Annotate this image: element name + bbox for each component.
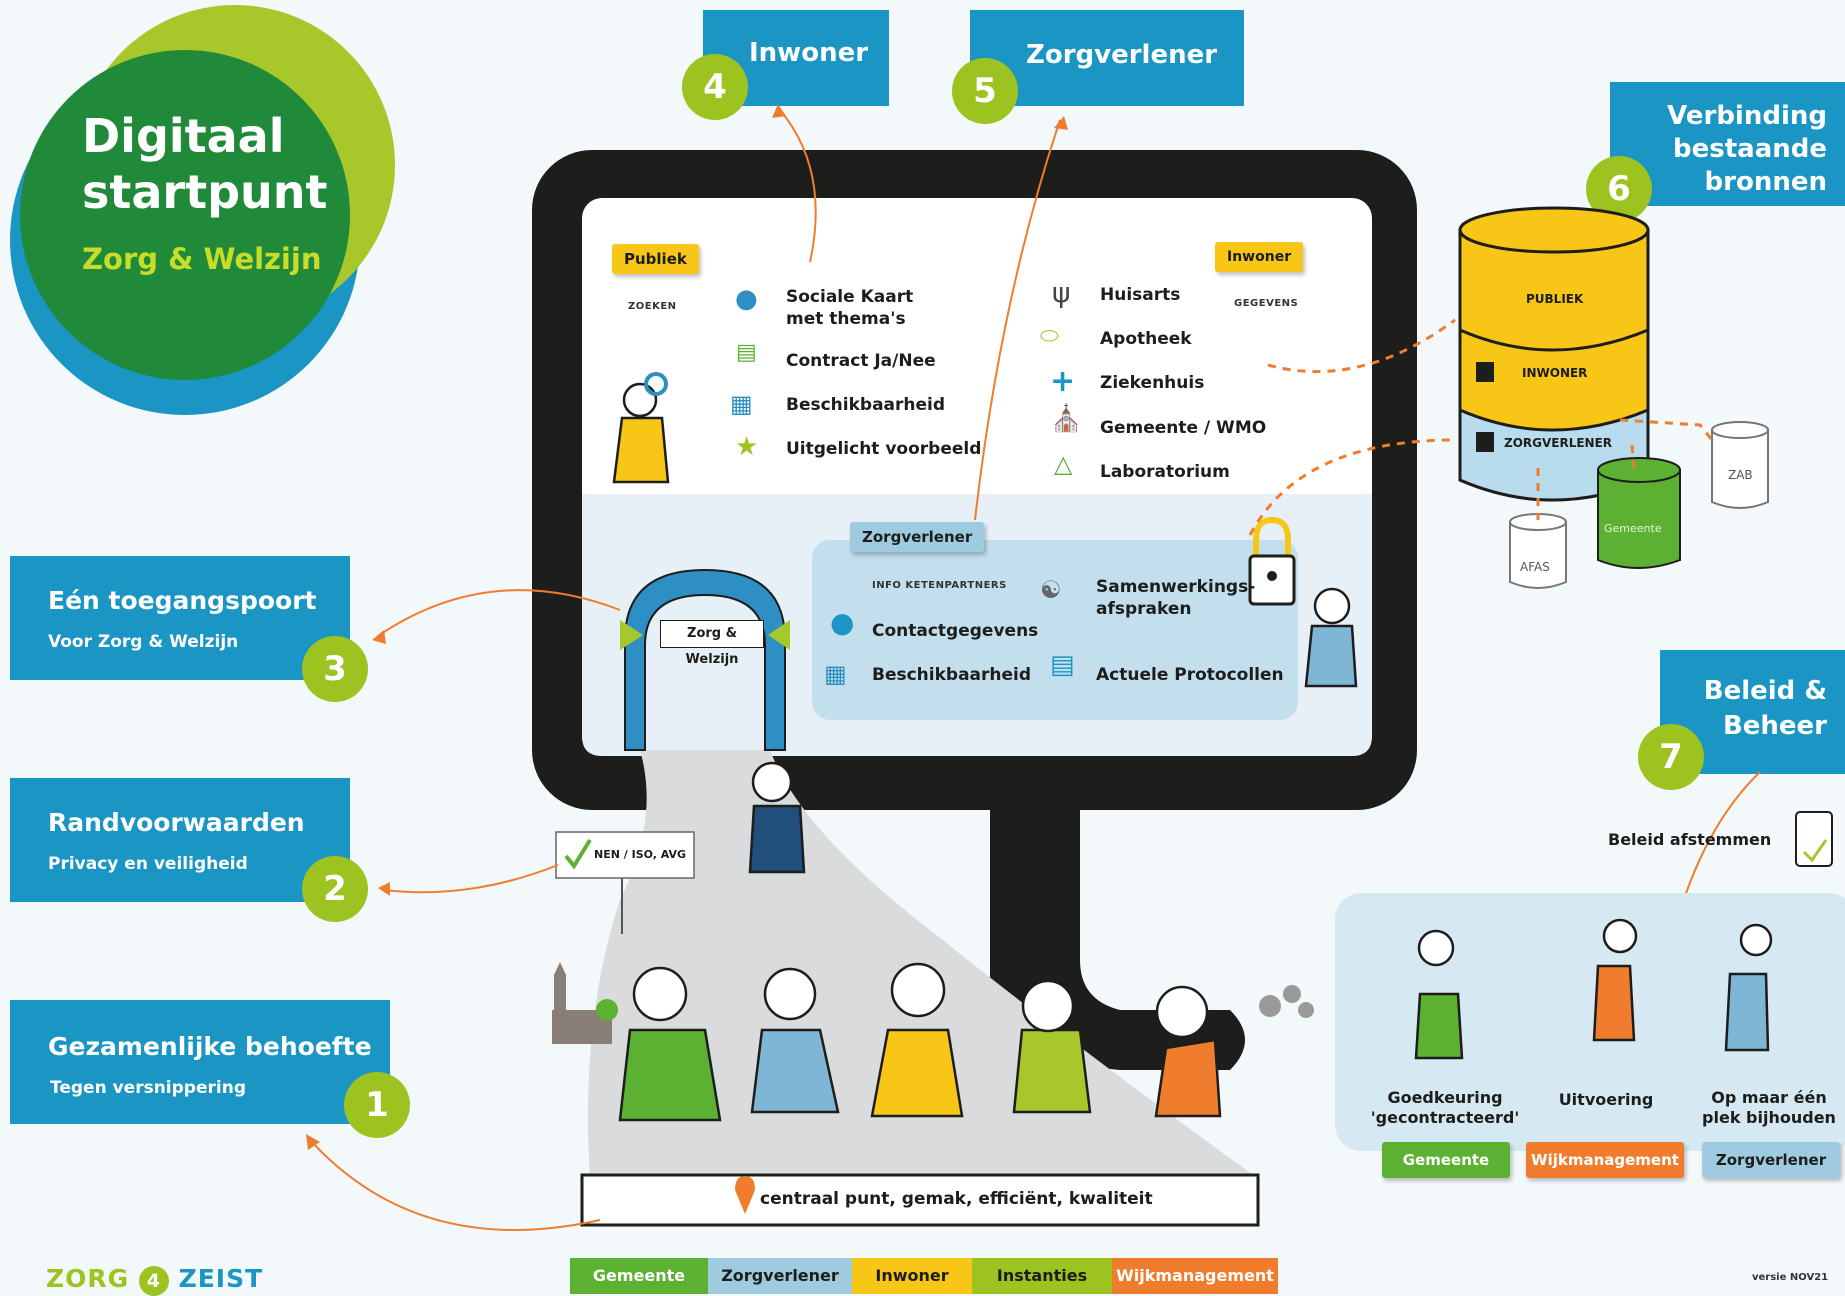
db-source-afas: AFAS: [1520, 560, 1550, 574]
legend-zorgverlener: Zorgverlener: [708, 1258, 852, 1294]
publiek-item-sociale-kaart: Sociale Kaart met thema's: [786, 287, 914, 329]
db-source-gemeente: Gemeente: [1604, 522, 1662, 535]
zv-item-samenwerkingsafspraken: Samenwerkings- afspraken: [1096, 577, 1256, 619]
tag-publiek: Publiek: [612, 244, 699, 274]
inwoner-item-apotheek: Apotheek: [1100, 329, 1192, 349]
tag-zorgverlener: Zorgverlener: [850, 522, 985, 552]
db-layer-publiek: PUBLIEK: [1526, 292, 1584, 306]
source-dbs: [1509, 421, 1769, 589]
role-tag-wijkmanagement: Wijkmanagement: [1526, 1142, 1684, 1178]
role-tag-gemeente: Gemeente: [1382, 1142, 1510, 1178]
inwoner-item-gemeente: Gemeente / WMO: [1100, 418, 1267, 438]
padlock-icon: [1248, 516, 1296, 606]
logo-title: Digitaal startpunt: [82, 109, 328, 219]
db-layer-zorgverlener: ZORGVERLENER: [1504, 436, 1613, 450]
legend-wijkmanagement: Wijkmanagement: [1112, 1258, 1278, 1294]
pills-icon: ⬭: [1040, 324, 1059, 349]
people-illustration: [612, 372, 1773, 1122]
inwoner-item-ziekenhuis: Ziekenhuis: [1100, 373, 1205, 393]
role-label-goedkeuring: Goedkeuring 'gecontracteerd': [1370, 1088, 1520, 1127]
label-zoeken: ZOEKEN: [628, 301, 677, 312]
publiek-item-contract: Contract Ja/Nee: [786, 351, 936, 371]
handshake-icon: ☯: [1040, 576, 1062, 604]
star-icon: ★: [735, 432, 759, 462]
legend-instanties: Instanties: [972, 1258, 1112, 1294]
logo-subtitle: Zorg & Welzijn: [82, 242, 322, 276]
label-info-ketenpartners: INFO KETENPARTNERS: [872, 580, 1007, 591]
publiek-item-uitgelicht: Uitgelicht voorbeeld: [786, 439, 982, 459]
person-icon: ●: [830, 606, 855, 639]
legend-inwoner: Inwoner: [852, 1258, 972, 1294]
zv-item-protocollen: Actuele Protocollen: [1096, 665, 1284, 685]
gate-label: Zorg & Welzijn: [660, 620, 764, 667]
calendar-icon: ▦: [730, 390, 753, 418]
stethoscope-icon: ψ: [1052, 276, 1071, 309]
hospital-cross-icon: +: [1050, 364, 1076, 399]
gears-icon: [1259, 985, 1314, 1018]
step-2-number: 2: [302, 856, 368, 922]
legend-gemeente: Gemeente: [570, 1258, 708, 1294]
role-tag-zorgverlener: Zorgverlener: [1702, 1142, 1840, 1178]
step-3-box: Eén toegangspoort Voor Zorg & Welzijn: [10, 556, 350, 680]
calendar-icon-2: ▦: [824, 660, 847, 688]
step-1-box: Gezamenlijke behoefte Tegen versnipperin…: [10, 1000, 390, 1124]
step-1-number: 1: [344, 1072, 410, 1138]
flask-icon: △: [1054, 450, 1073, 478]
step-6-number: 6: [1586, 156, 1652, 222]
database-cylinder: [1458, 206, 1650, 502]
publiek-item-beschikbaarheid: Beschikbaarheid: [786, 395, 946, 415]
map-pin-icon: ●: [735, 284, 758, 314]
town-hall-icon: ⛪: [1050, 404, 1083, 434]
step-7-number: 7: [1638, 724, 1704, 790]
label-gegevens: GEGEVENS: [1234, 298, 1299, 309]
base-text: centraal punt, gemak, efficiënt, kwalite…: [760, 1189, 1153, 1209]
inwoner-item-laboratorium: Laboratorium: [1100, 462, 1230, 482]
version-label: versie NOV21: [1752, 1272, 1829, 1283]
gate-arch: [620, 568, 790, 751]
brand-logo: ZORG 4 ZEIST: [46, 1264, 263, 1296]
role-label-uitvoering: Uitvoering: [1558, 1090, 1654, 1109]
zv-item-contactgegevens: Contactgegevens: [872, 621, 1039, 641]
inwoner-item-huisarts: Huisarts: [1100, 285, 1181, 305]
zv-item-beschikbaarheid: Beschikbaarheid: [872, 665, 1032, 685]
sign-label: NEN / ISO, AVG: [594, 848, 687, 861]
tag-inwoner: Inwoner: [1215, 242, 1304, 272]
protocol-doc-icon: ▤: [1050, 650, 1075, 680]
beleid-afstemmen: Beleid afstemmen: [1608, 830, 1772, 849]
logo-circles: [10, 5, 395, 415]
step-2-box: Randvoorwaarden Privacy en veiligheid: [10, 778, 350, 902]
role-label-bijhouden: Op maar één plek bijhouden: [1702, 1088, 1836, 1127]
contract-doc-icon: ▤: [736, 340, 757, 365]
church-icon: [552, 962, 612, 1044]
db-layer-inwoner: INWONER: [1522, 366, 1588, 380]
step-4-number: 4: [682, 54, 748, 120]
db-source-zab: ZAB: [1728, 468, 1753, 482]
step-3-number: 3: [302, 636, 368, 702]
step-5-box: Zorgverlener: [970, 10, 1244, 106]
step-5-number: 5: [952, 58, 1018, 124]
